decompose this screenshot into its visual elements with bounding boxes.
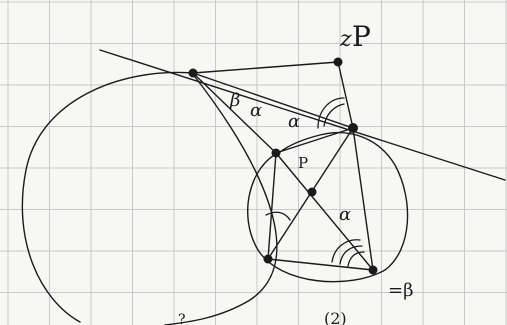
angle-arc-left-bottom [265,211,291,221]
point-center [307,187,317,197]
edge-a-b [192,72,277,154]
point-a [188,68,198,78]
edge-b-c [275,127,354,154]
label-equals: =β [388,280,414,301]
segment-to-top-point [192,61,339,74]
label-alpha-1: α [250,100,262,121]
point-e [368,265,378,275]
angle-arc-right-bottom-3 [347,251,365,267]
edge-a-c [192,72,354,129]
label-bottom-partial-left: ? [178,312,186,325]
edge-d-e [267,258,374,271]
angle-arc-right-bottom-1 [331,239,361,263]
point-c [348,123,358,133]
label-center-point: P [298,154,308,172]
vertical-from-top-point [337,61,354,129]
point-d [263,254,273,264]
angle-arc-top [317,97,345,129]
small-circle [247,131,409,283]
edge-b-d [267,152,277,260]
label-top-point: P [352,20,371,53]
label-bottom-partial-right: (2) [324,309,347,325]
tangent-line [99,49,506,181]
angle-arc-top-inner [323,103,345,127]
point-b [271,148,281,158]
label-alpha-3: α [339,204,351,225]
label-alpha-2: α [288,111,300,132]
edge-c-e [352,127,374,271]
big-outer-curve [21,71,278,325]
label-top-mark: z [339,27,352,52]
angle-arc-right-bottom-2 [339,245,363,265]
label-beta: β [229,90,240,111]
point-top [333,57,343,67]
edge-b-e [275,152,374,271]
